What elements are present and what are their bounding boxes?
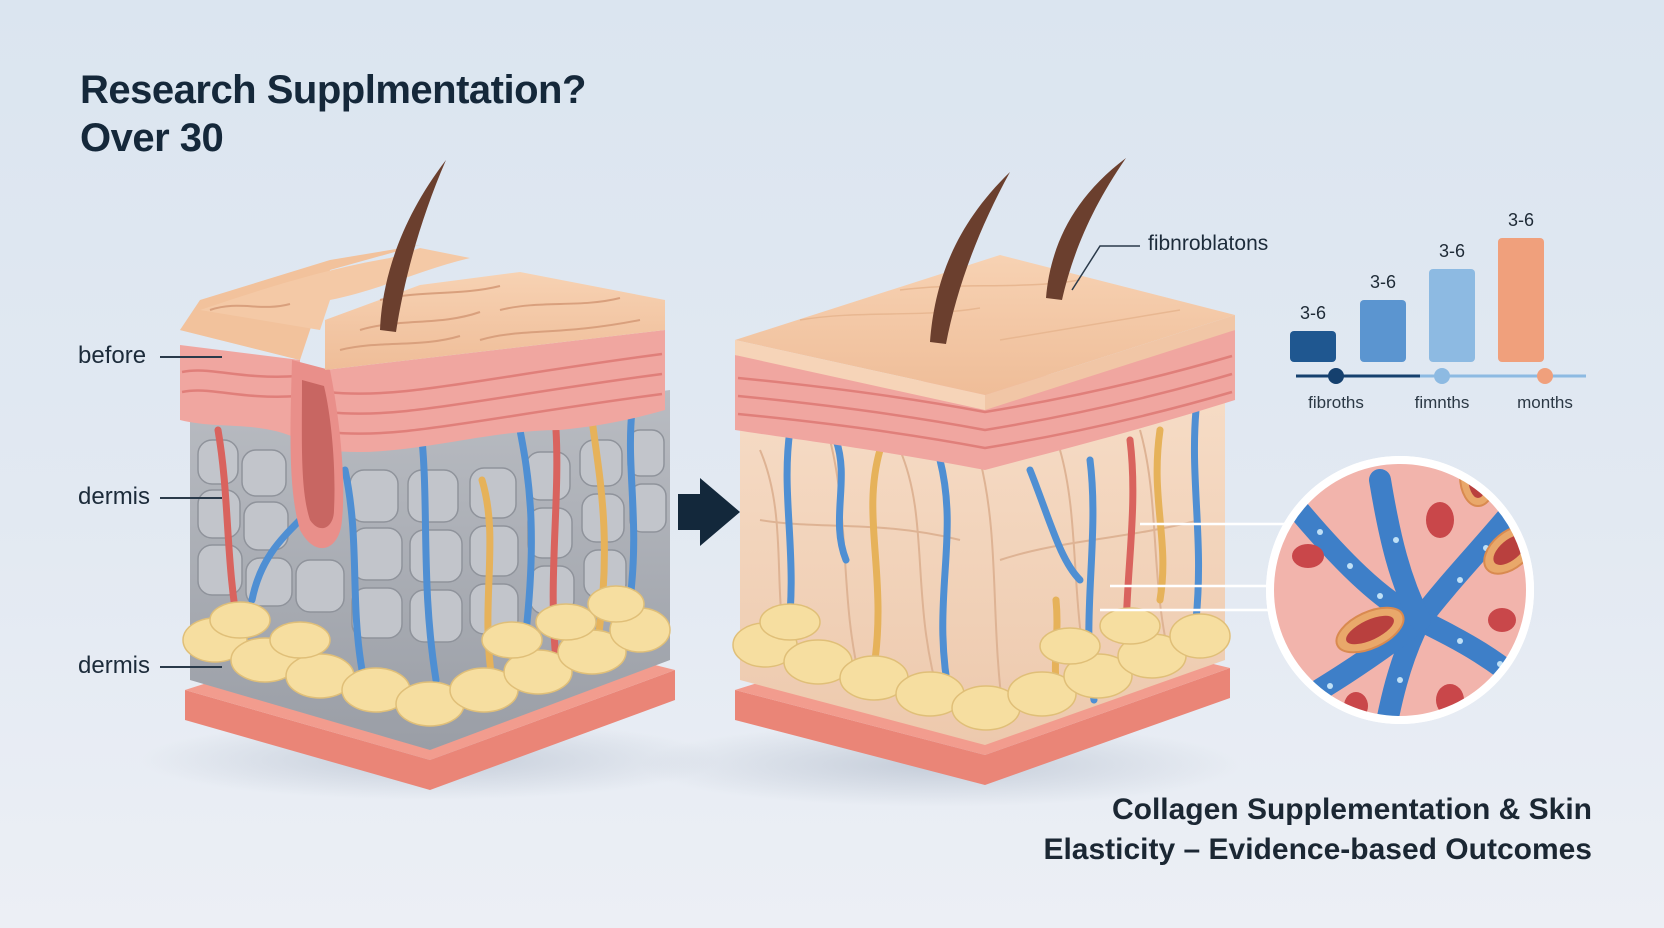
chart-bar-label: 3-6 bbox=[1508, 210, 1534, 230]
chart-bar-label: 3-6 bbox=[1439, 241, 1465, 261]
skin-texture-before bbox=[209, 285, 641, 351]
progress-bar-chart: 3-6 3-6 3-6 3-6 fibroths fimnths months bbox=[1290, 210, 1586, 412]
chart-tick-label: months bbox=[1517, 393, 1573, 412]
chart-marker bbox=[1434, 368, 1450, 384]
chart-marker bbox=[1537, 368, 1553, 384]
skin-block-after bbox=[640, 158, 1240, 807]
leader-dermis-upper bbox=[160, 497, 222, 499]
subtitle-line-2: Elasticity – Evidence-based Outcomes bbox=[1043, 833, 1592, 866]
skin-block-before bbox=[140, 160, 720, 800]
magnified-view bbox=[1266, 456, 1534, 724]
leader-before bbox=[160, 356, 222, 358]
vessel-dots bbox=[1317, 529, 1503, 689]
chart-bar bbox=[1360, 300, 1406, 362]
chart-bar bbox=[1498, 238, 1544, 362]
subtitle: Collagen Supplementation & Skin Elastici… bbox=[1043, 790, 1592, 870]
dermis-cells bbox=[197, 429, 667, 643]
chart-bar bbox=[1290, 331, 1336, 362]
title-line-2: Over 30 bbox=[80, 116, 224, 160]
hair-after-2 bbox=[1046, 158, 1126, 300]
title-line-1: Research Supplmentation? bbox=[80, 68, 586, 112]
chart-marker bbox=[1328, 368, 1344, 384]
chart-tick-label: fimnths bbox=[1415, 393, 1470, 412]
hair-before bbox=[380, 160, 446, 332]
epidermis-waves-after bbox=[737, 354, 1233, 450]
subtitle-line-1: Collagen Supplementation & Skin bbox=[1111, 793, 1592, 826]
leader-dermis-lower bbox=[160, 666, 222, 668]
epidermis-waves-before bbox=[181, 352, 663, 435]
label-dermis-upper: dermis bbox=[78, 483, 151, 510]
page-title: Research Supplmentation? Over 30 bbox=[80, 66, 586, 162]
chart-bar bbox=[1429, 269, 1475, 362]
chart-tick-label: fibroths bbox=[1308, 393, 1364, 412]
label-before: before bbox=[78, 342, 147, 369]
chart-bar-label: 3-6 bbox=[1300, 303, 1326, 323]
fat-layer-after bbox=[732, 603, 1231, 731]
fibro-leader-line bbox=[1071, 245, 1140, 291]
hair-after-1 bbox=[930, 172, 1010, 344]
fat-layer-before bbox=[182, 585, 671, 727]
transition-arrow bbox=[678, 478, 740, 546]
label-fibroblasts: fibnroblatons bbox=[1148, 232, 1269, 255]
chart-bar-label: 3-6 bbox=[1370, 272, 1396, 292]
label-dermis-lower: dermis bbox=[78, 652, 151, 679]
